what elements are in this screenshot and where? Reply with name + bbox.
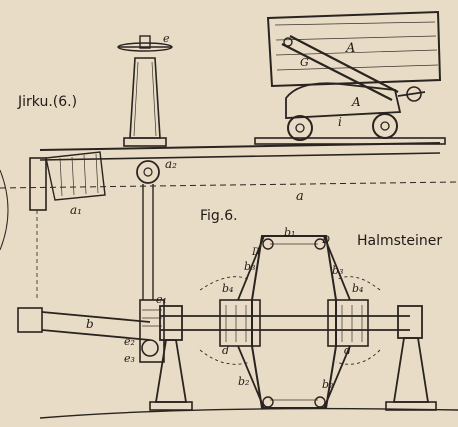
label-A-mid: A xyxy=(351,95,361,109)
left-pedestal xyxy=(149,305,193,411)
label-a2: a₂ xyxy=(165,157,177,171)
figure-caption: Fig.6. xyxy=(200,208,238,224)
cart-assembly xyxy=(254,10,446,145)
lower-shaft-b xyxy=(17,307,410,341)
pulley-a2 xyxy=(136,160,160,184)
right-pedestal xyxy=(385,305,437,411)
label-b4-left: b₄ xyxy=(222,282,233,295)
label-b: b xyxy=(86,317,94,331)
label-A-top: A xyxy=(345,41,355,56)
label-D-right: D xyxy=(321,235,330,246)
clutch-drum xyxy=(199,235,381,409)
label-b2-left: b₂ xyxy=(238,375,249,388)
label-b2-right: b₂ xyxy=(322,378,333,391)
label-e2: e₂ xyxy=(124,335,135,348)
bracket-a1 xyxy=(0,151,106,251)
handwheel-stand xyxy=(117,35,173,147)
vertical-shaft xyxy=(36,184,154,300)
label-b3-left: b₃ xyxy=(244,260,255,273)
label-d-right: d xyxy=(344,344,351,357)
label-e3: e₃ xyxy=(124,352,135,365)
caption-left: Jirku.(6.) xyxy=(17,94,77,110)
label-b4-right: b₄ xyxy=(352,282,363,295)
label-a1: a₁ xyxy=(70,203,82,217)
label-D-left: D xyxy=(251,247,260,258)
caption-right: Halmsteiner xyxy=(357,233,442,249)
upper-track xyxy=(0,142,458,189)
label-a: a xyxy=(296,189,304,204)
ground-line xyxy=(39,407,458,419)
gear-cluster-e xyxy=(139,299,165,363)
label-b3-right: b₃ xyxy=(332,264,343,277)
label-e1: e₁ xyxy=(156,293,167,306)
label-e: e xyxy=(163,32,170,45)
label-d-left: d xyxy=(222,344,229,357)
label-i: i xyxy=(338,115,342,129)
label-G: G xyxy=(300,56,309,69)
label-b1: b₁ xyxy=(284,226,295,239)
